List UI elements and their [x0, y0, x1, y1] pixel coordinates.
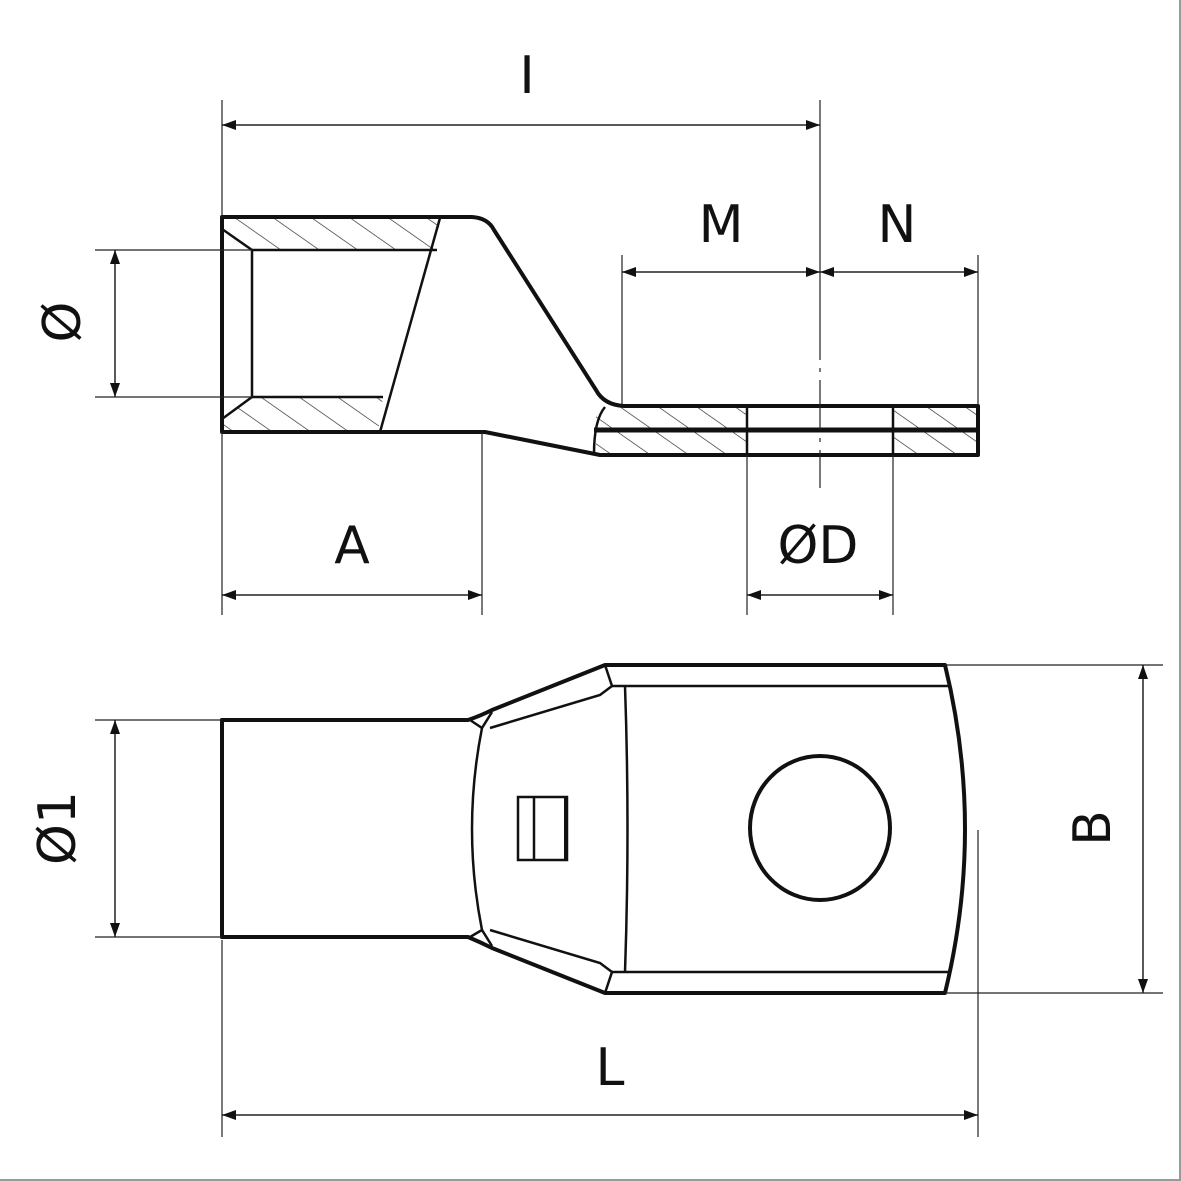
section-view: [220, 100, 980, 488]
dimension-diameter1: Ø1: [28, 719, 222, 938]
label-L: L: [596, 1038, 625, 1098]
crimp-marker: [516, 795, 569, 862]
lug-outline: [220, 215, 980, 457]
dimension-N: N: [820, 195, 979, 405]
hatch-tongue-lower-right: [893, 432, 978, 453]
label-B: B: [1063, 810, 1123, 846]
top-view: [220, 663, 967, 995]
dimension-D: ØD: [746, 455, 894, 615]
hatch-barrel-bottom: [222, 397, 383, 432]
label-M: M: [699, 195, 744, 255]
dimension-A: A: [221, 432, 483, 615]
hatch-barrel-top: [222, 217, 440, 250]
label-A: A: [334, 516, 370, 576]
label-diameter1: Ø1: [28, 791, 88, 865]
label-D: ØD: [778, 516, 859, 576]
dimension-M: M: [621, 195, 820, 405]
label-I: I: [519, 46, 534, 106]
hatch-tongue-upper-right: [893, 407, 978, 428]
dimension-B: B: [945, 664, 1163, 994]
dimension-L: L: [221, 830, 979, 1137]
dimension-diameter: Ø: [33, 249, 252, 398]
bolt-hole: [748, 754, 892, 902]
label-diameter: Ø: [33, 302, 93, 343]
hatch-tongue-lower-left: [596, 432, 747, 453]
label-N: N: [878, 195, 917, 255]
dimension-I: I: [221, 46, 820, 217]
hatch-tongue-upper-left: [596, 407, 747, 428]
